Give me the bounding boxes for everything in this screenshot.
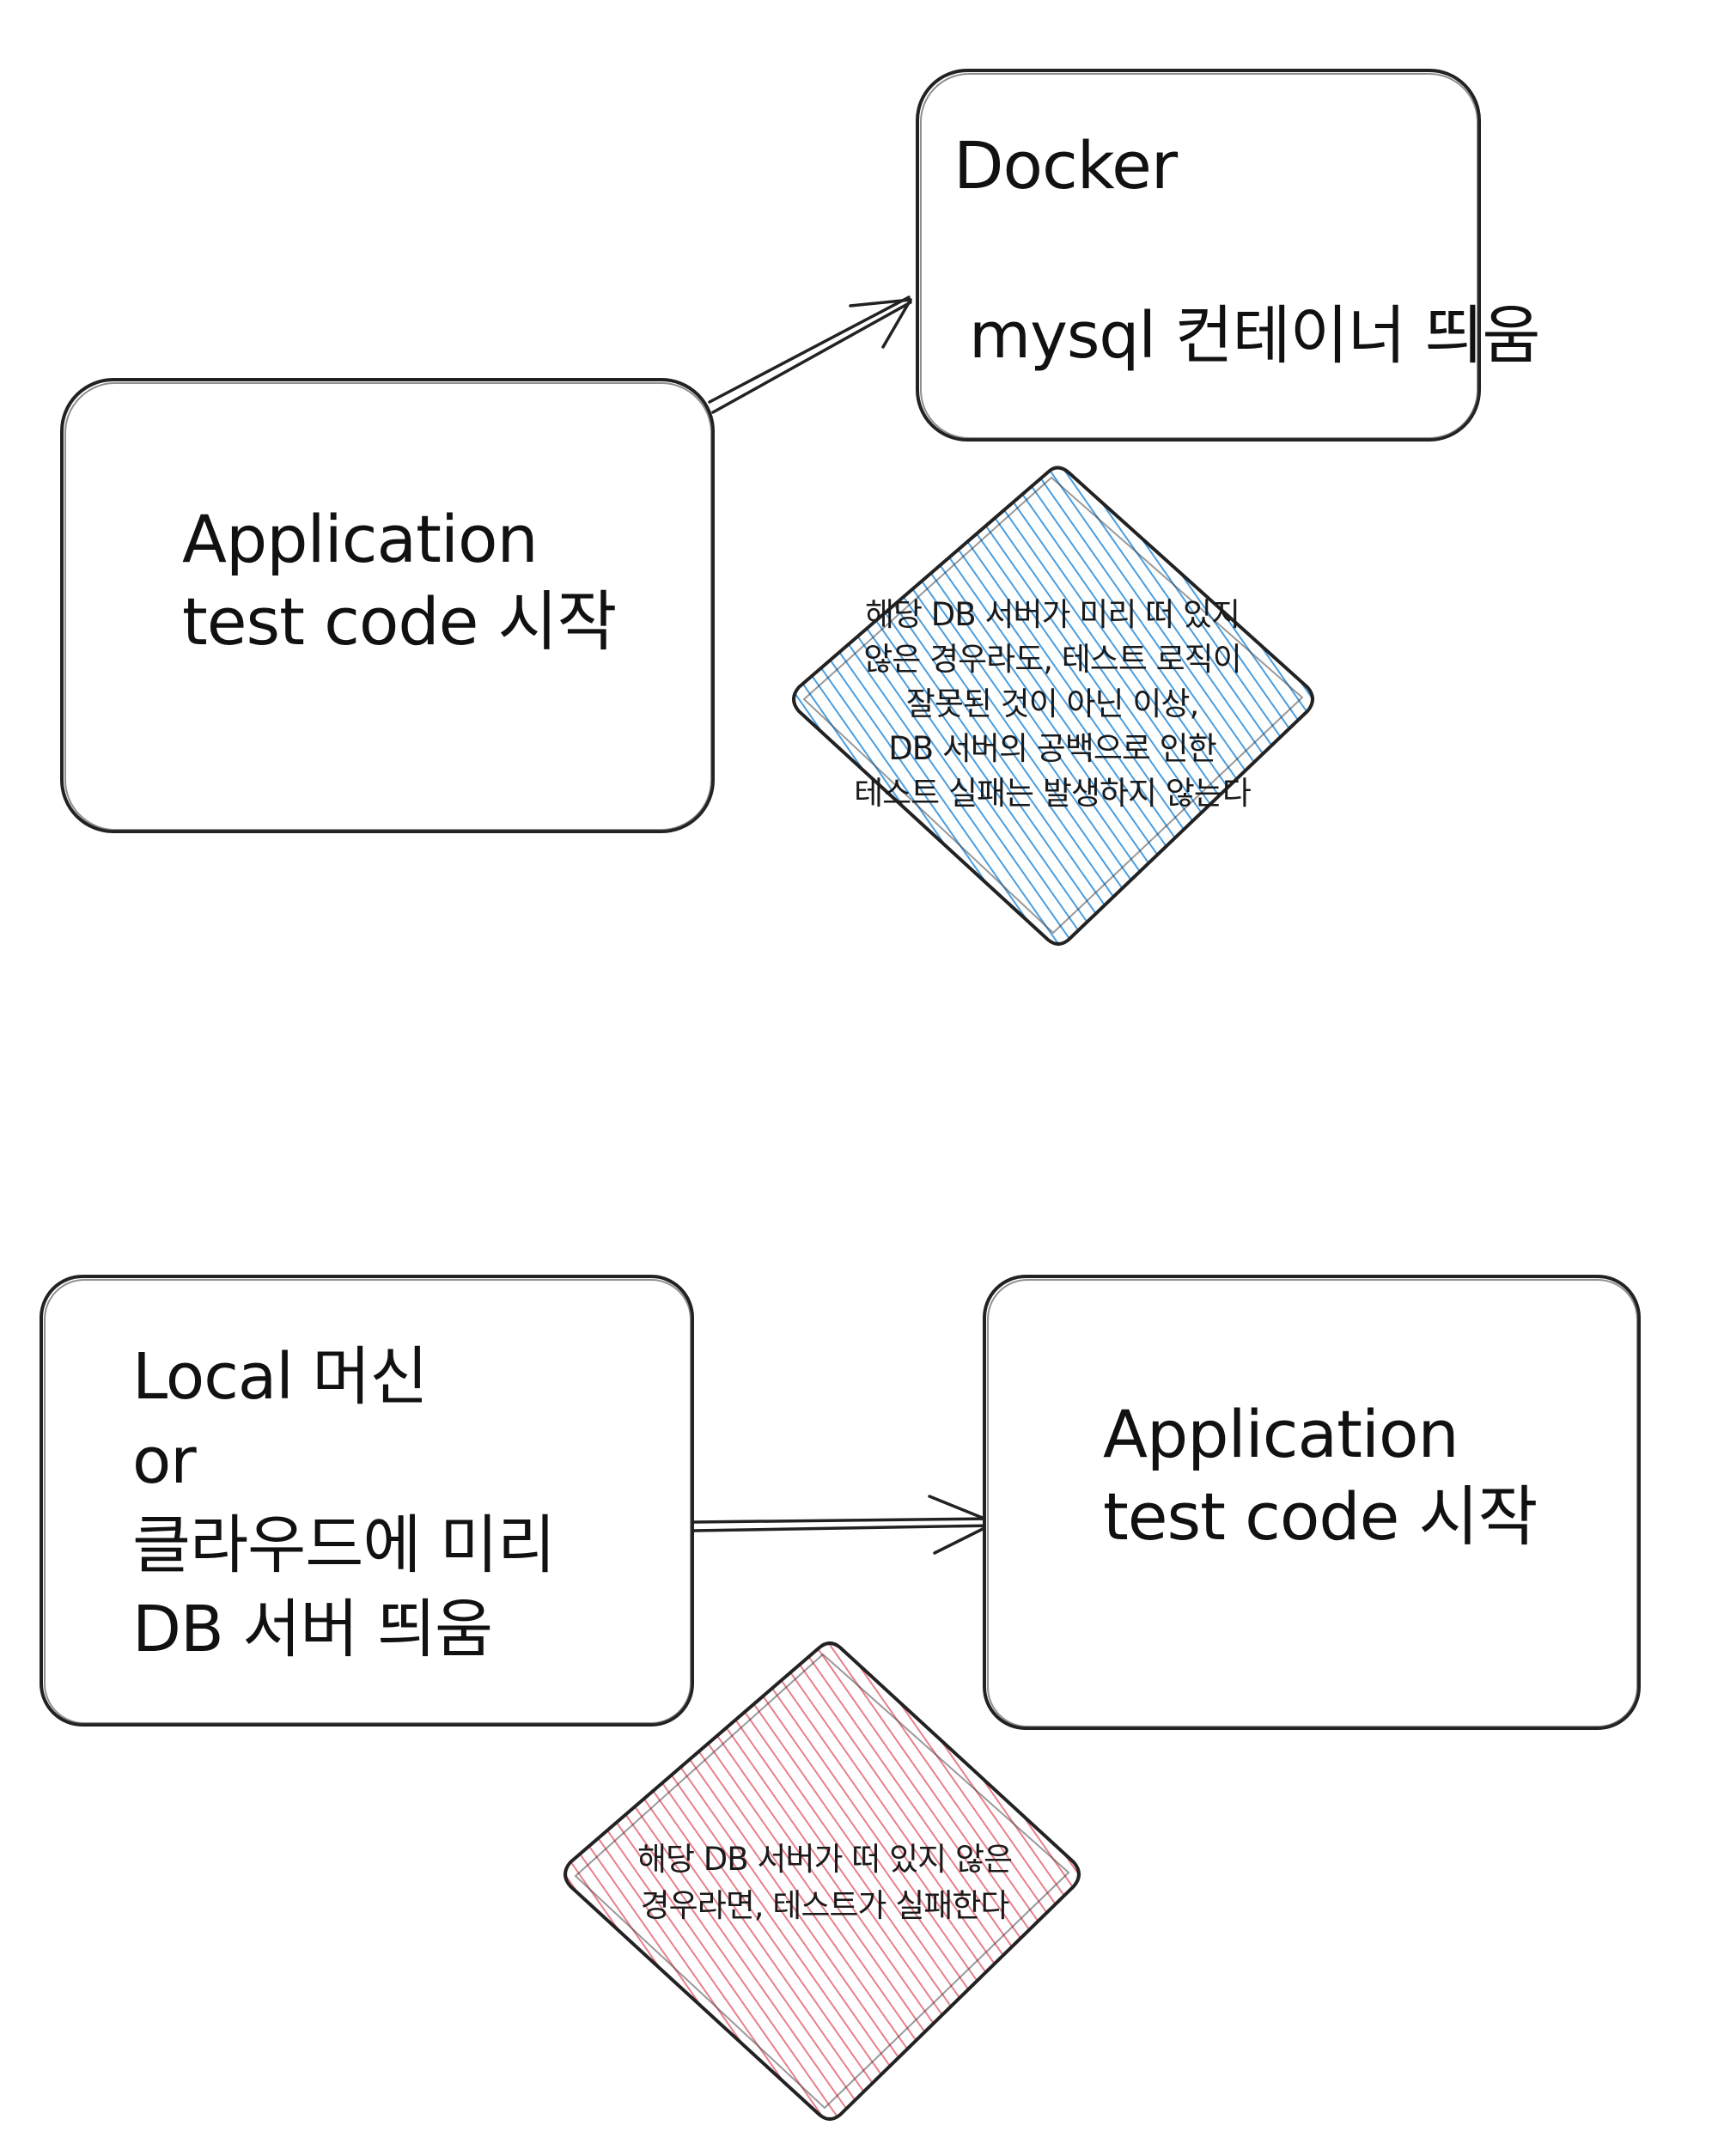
top-app-box-line2: test code 시작 [182, 583, 617, 660]
bottom-app-box-line1: Application [1103, 1396, 1459, 1472]
bottom-note-diamond [564, 1641, 1081, 2121]
local-box-label: Local 머신 or 클라우드에 미리 DB 서버 띄움 [132, 1335, 556, 1672]
bottom-app-box-line2: test code 시작 [1103, 1478, 1538, 1555]
bottom-app-box-label: Application test code 시작 [1103, 1393, 1538, 1558]
top-app-box-label: Application test code 시작 [182, 498, 617, 663]
local-box-line-1: Local 머신 [132, 1340, 428, 1414]
top-note-line-2: 않은 경우라도, 테스트 로직이 [863, 641, 1242, 678]
top-app-box [60, 378, 715, 833]
local-box-line-2: or [132, 1424, 197, 1498]
bottom-arrow [692, 1495, 995, 1555]
docker-box-subtitle: mysql 컨테이너 띄움 [969, 299, 1540, 373]
top-arrow [708, 295, 912, 414]
local-box-line-4: DB 서버 띄움 [132, 1593, 493, 1666]
top-note-line-4: DB 서버의 공백으로 인한 [888, 730, 1217, 767]
top-note-line-5: 테스트 실패는 발생하지 않는다 [854, 775, 1252, 812]
top-app-box-line1: Application [182, 501, 539, 577]
docker-box-title: Docker [953, 127, 1178, 204]
bottom-note-line-2: 경우라면, 테스트가 실패한다 [640, 1887, 1010, 1924]
local-box-line-3: 클라우드에 미리 [132, 1508, 556, 1582]
local-box [40, 1275, 694, 1727]
top-note-text: 해당 DB 서버가 미리 떠 있지 않은 경우라도, 테스트 로직이 잘못된 것… [773, 593, 1331, 816]
top-note-diamond [792, 466, 1314, 946]
top-note-line-1: 해당 DB 서버가 미리 떠 있지 [864, 596, 1240, 633]
docker-box [916, 69, 1481, 442]
bottom-app-box [983, 1275, 1641, 1730]
bottom-note-text: 해당 DB 서버가 떠 있지 않은 경우라면, 테스트가 실패한다 [567, 1836, 1082, 1929]
top-note-line-3: 잘못된 것이 아닌 이상, [905, 685, 1199, 722]
bottom-note-line-1: 해당 DB 서버가 떠 있지 않은 [637, 1841, 1013, 1878]
